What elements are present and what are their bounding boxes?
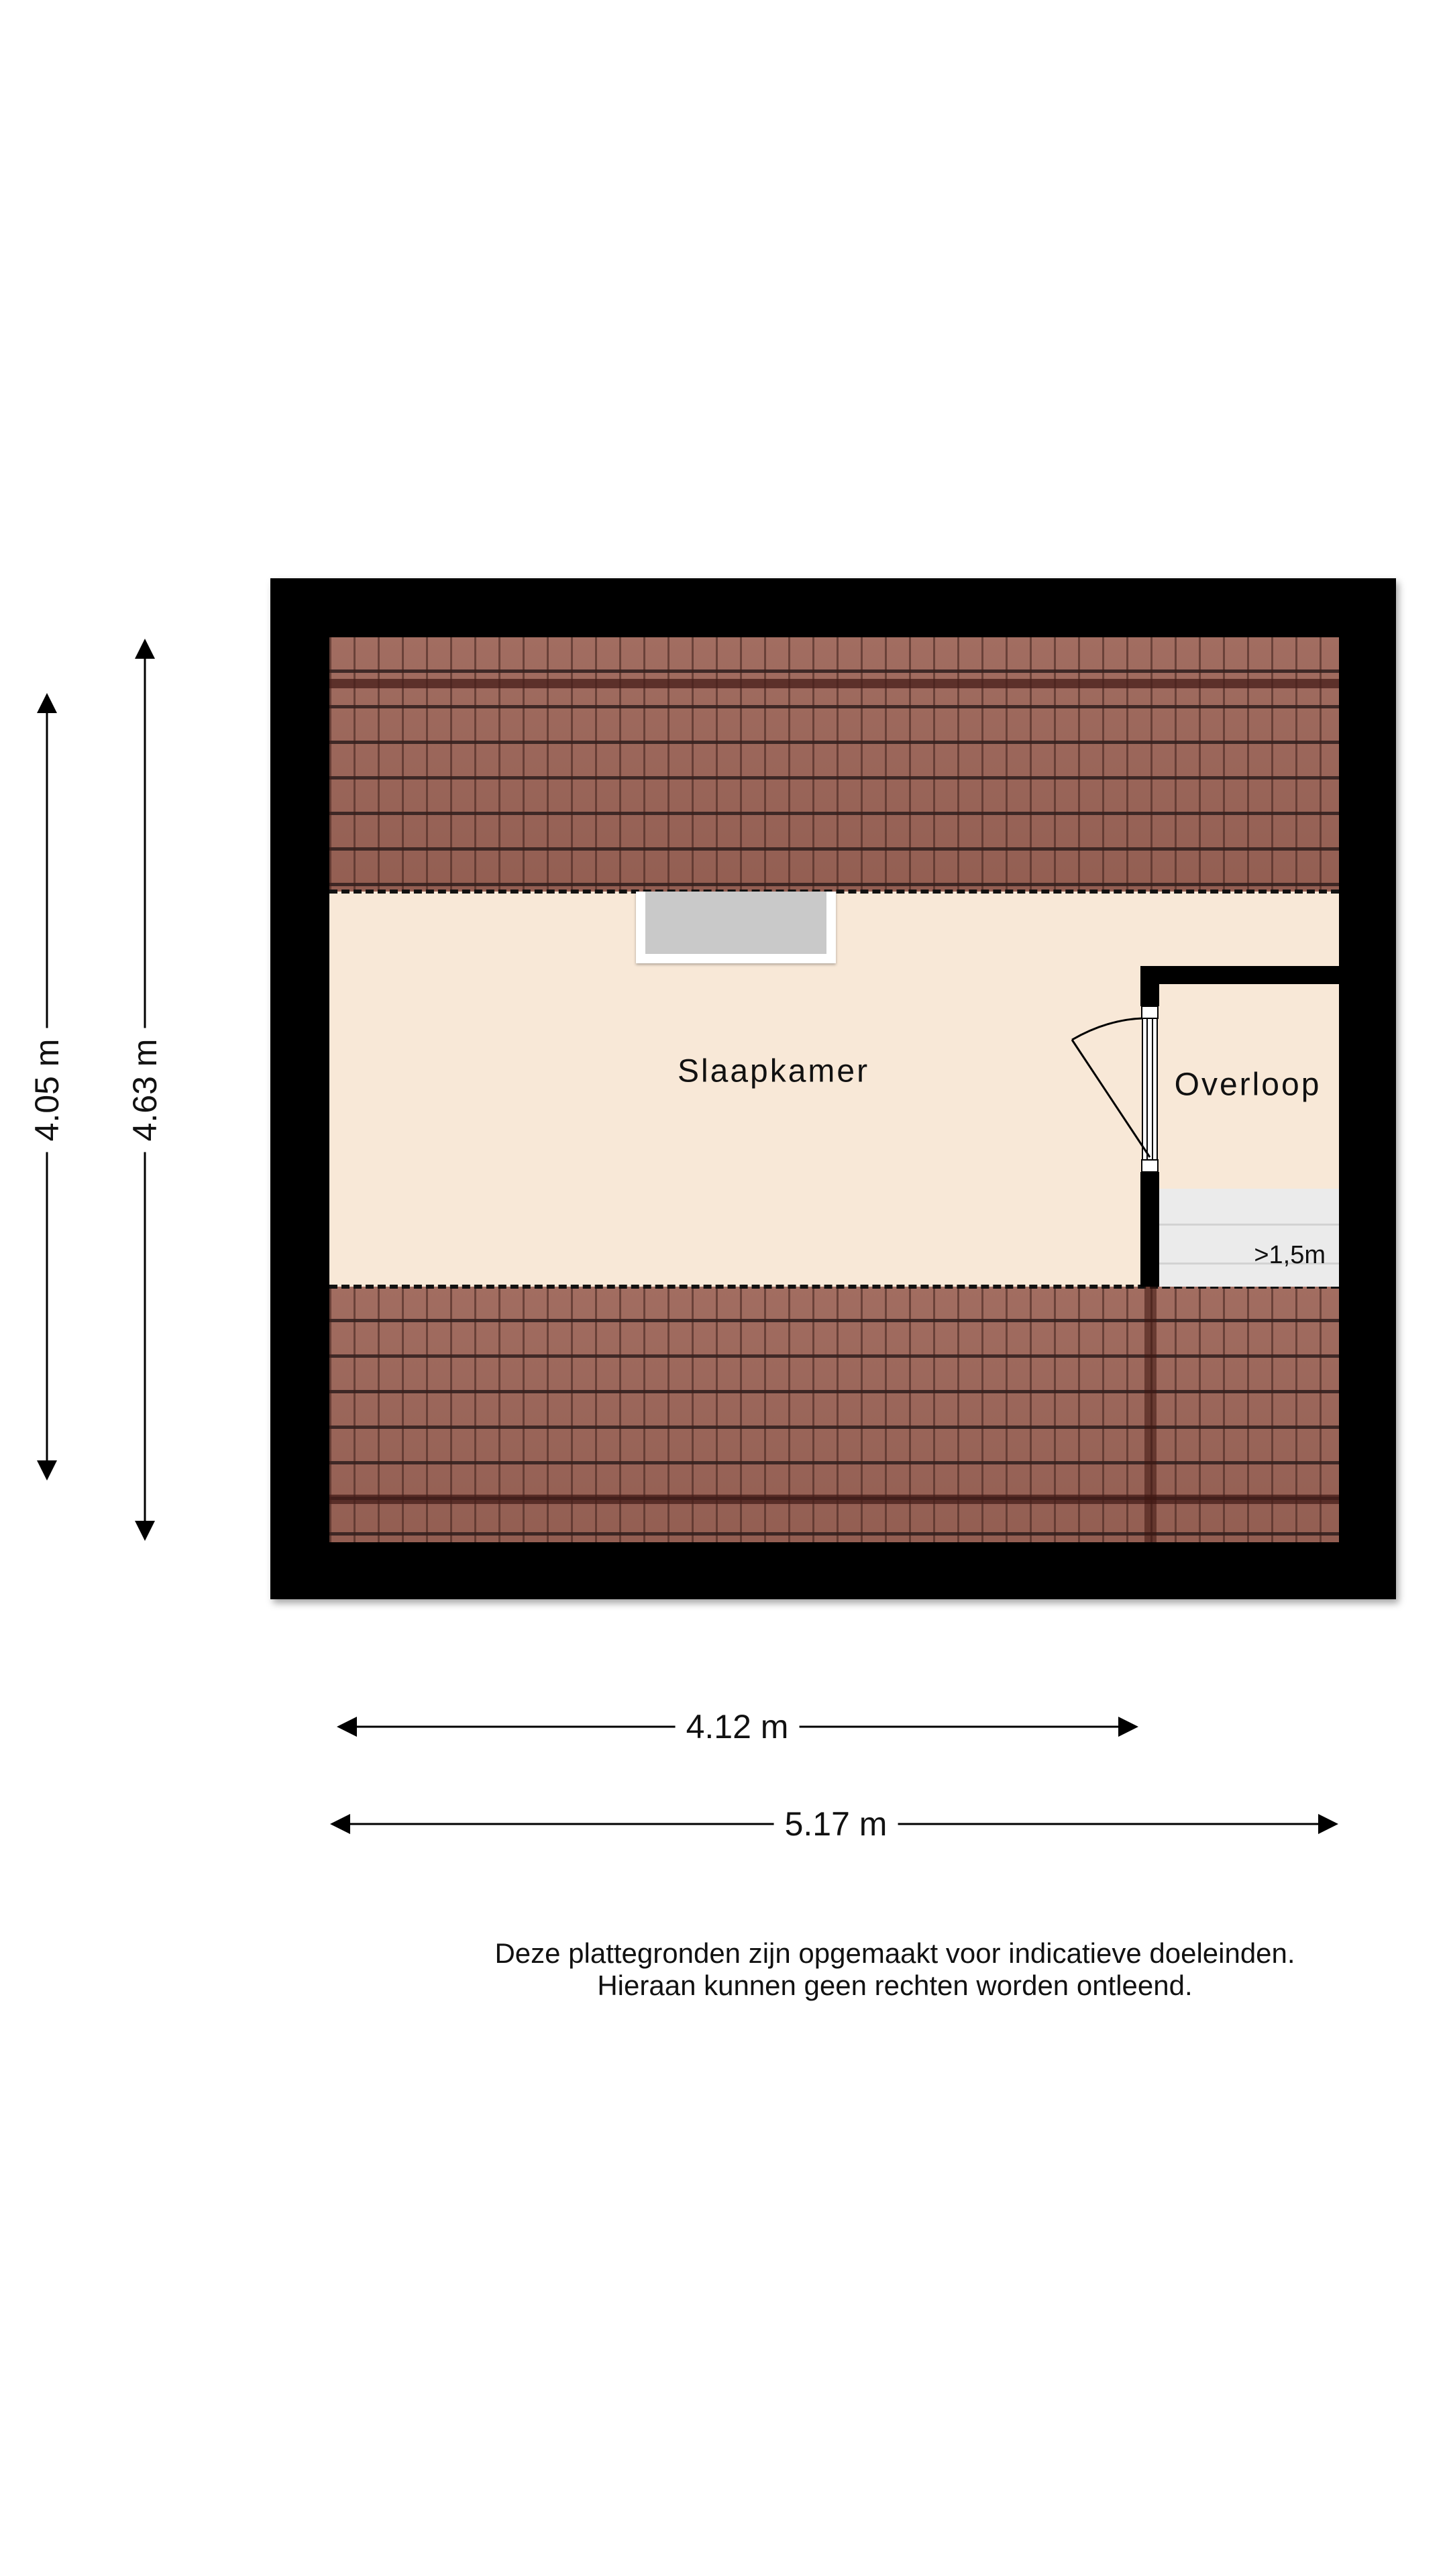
dimension-height-inner: 4.05 m — [28, 1028, 66, 1152]
dimension-height-outer: 4.63 m — [125, 1028, 164, 1152]
roof-slope-top — [329, 637, 1339, 892]
roof-eave — [329, 1495, 1339, 1504]
door[interactable] — [1071, 1006, 1159, 1173]
roof-ridge — [329, 679, 1339, 688]
wall-below-roof — [1144, 1287, 1157, 1542]
dimension-width-outer: 5.17 m — [773, 1805, 898, 1843]
disclaimer-line-2: Hieraan kunnen geen rechten worden ontle… — [597, 1970, 1193, 2001]
stair-height-label: >1,5m — [1254, 1241, 1326, 1269]
stairs: >1,5m — [1159, 1189, 1339, 1287]
room-label-overloop: Overloop — [1174, 1067, 1322, 1103]
slope-line-bottom — [329, 1285, 1339, 1289]
landing-wall-left-lower — [1140, 1172, 1159, 1287]
roof-slope-bottom — [329, 1287, 1339, 1542]
dimension-width-inner: 4.12 m — [675, 1707, 800, 1746]
skylight — [636, 892, 836, 963]
landing-wall-top — [1140, 966, 1339, 984]
room-label-slaapkamer: Slaapkamer — [677, 1053, 870, 1089]
disclaimer-line-1: Deze plattegronden zijn opgemaakt voor i… — [494, 1937, 1295, 1969]
landing-wall-left-upper — [1140, 966, 1159, 1006]
